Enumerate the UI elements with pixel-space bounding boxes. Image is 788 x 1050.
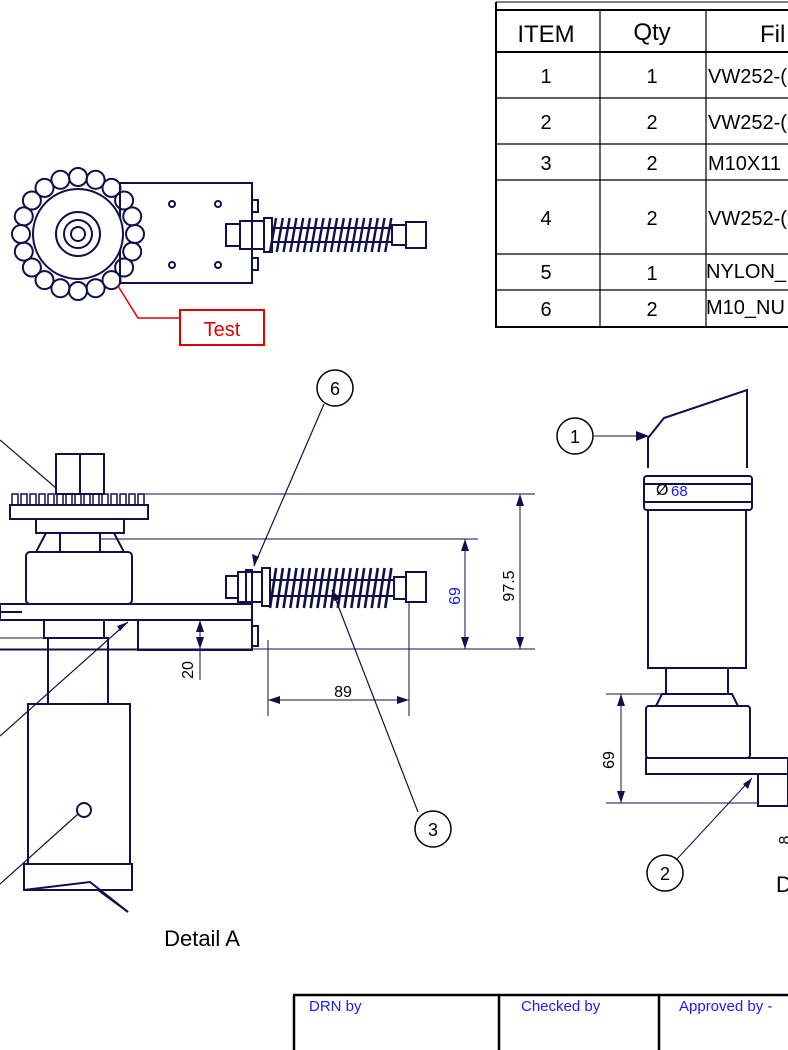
- title-drn-by: DRN by: [309, 998, 362, 1015]
- balloon-2-label: 2: [660, 864, 670, 884]
- bom-row-3-qty: 2: [646, 153, 657, 175]
- title-checked-by: Checked by: [521, 998, 601, 1015]
- bom-header-file: Fil: [760, 21, 785, 48]
- test-label: Test: [204, 319, 241, 341]
- title-block: [292, 993, 788, 1050]
- balloon-6: [316, 369, 354, 407]
- bom-row-3-item: 3: [540, 153, 551, 175]
- bom-row-2-file: VW252-(: [708, 112, 787, 134]
- bom-row-6-file: M10_NU: [706, 297, 785, 319]
- detail-a-label: Detail A: [164, 926, 240, 951]
- bom-row-3-file: M10X11: [708, 153, 781, 175]
- dim-69-right: 69: [601, 751, 618, 769]
- detail-a-leaders: [0, 403, 419, 885]
- dim-89: 89: [334, 684, 352, 701]
- title-approved-by: Approved by -: [679, 998, 772, 1015]
- bom-row-6-item: 6: [540, 299, 551, 321]
- bom-row-6-qty: 2: [646, 299, 657, 321]
- bom-header-qty: Qty: [633, 19, 670, 46]
- bom-row-5-file: NYLON_: [706, 261, 787, 283]
- balloon-1: [556, 417, 594, 455]
- bom-row-5-qty: 1: [646, 263, 657, 285]
- balloon-1-label: 1: [570, 427, 580, 447]
- bom-row-1-item: 1: [540, 66, 551, 88]
- dim-partial-8: 8: [777, 835, 788, 844]
- test-callout: Test: [117, 285, 265, 346]
- right-view-dimensions: [594, 435, 758, 873]
- right-view: [643, 388, 788, 807]
- dim-dia-symbol: Ø: [656, 482, 668, 499]
- bom-row-5-item: 5: [540, 262, 551, 284]
- bom-row-2-qty: 2: [646, 112, 657, 134]
- bom-row-1-qty: 1: [646, 66, 657, 88]
- dim-dia-68: 68: [671, 483, 688, 500]
- bom-row-1-file: VW252-(: [708, 66, 787, 88]
- dim-97-5: 97.5: [501, 570, 518, 601]
- detail-partial-label: D: [776, 872, 788, 897]
- bom-header-item: ITEM: [517, 21, 574, 48]
- bom-row-2-item: 2: [540, 112, 551, 134]
- detail-a-dimensions: [0, 493, 535, 716]
- balloon-3-label: 3: [428, 820, 438, 840]
- balloon-3: [414, 810, 452, 848]
- dim-69-blue: 69: [447, 587, 464, 605]
- top-view: [11, 167, 427, 301]
- balloons-right-view: 1 2: [556, 417, 684, 892]
- bom-row-4-file: VW252-(: [708, 208, 787, 230]
- detail-a-view: [0, 453, 427, 913]
- bom-table: [495, 1, 788, 328]
- bom-row-4-item: 4: [540, 208, 551, 230]
- dim-20: 20: [180, 661, 197, 679]
- balloons-detail-a: 6 3: [316, 369, 452, 848]
- bom-row-4-qty: 2: [646, 208, 657, 230]
- balloon-2: [646, 854, 684, 892]
- balloon-6-label: 6: [330, 379, 340, 399]
